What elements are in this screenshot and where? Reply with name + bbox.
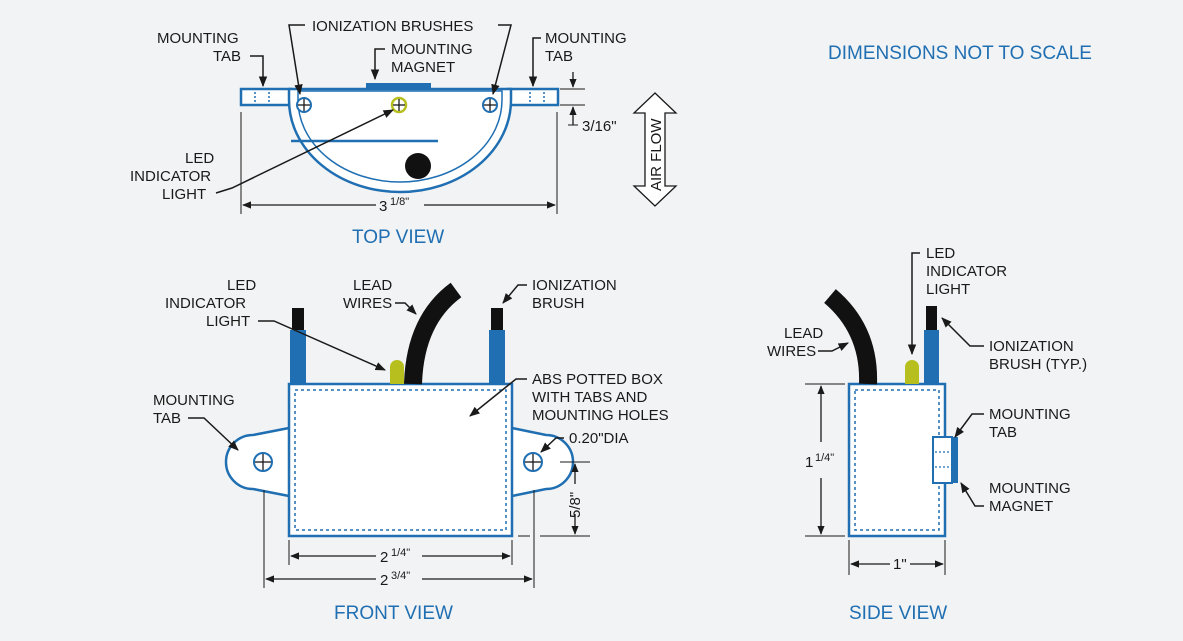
side-wires-label-1: LEAD	[784, 325, 823, 342]
top-ionization-brushes-label: IONIZATION BRUSHES	[312, 18, 473, 35]
side-mounting-magnet	[952, 437, 958, 483]
front-brush-right	[489, 330, 505, 384]
front-hole-dia-label: 0.20"DIA	[569, 430, 629, 447]
side-tab-label-1: MOUNTING	[989, 406, 1071, 423]
side-lead-wire	[823, 289, 878, 385]
air-flow-arrow-icon	[632, 92, 678, 207]
top-magnet-label-2: MAGNET	[391, 59, 455, 76]
front-inner-width-whole: 2	[380, 549, 388, 566]
front-box-label-1: ABS POTTED BOX	[532, 371, 663, 388]
front-tab-label-2: TAB	[153, 410, 181, 427]
front-led-label-3: LIGHT	[206, 313, 250, 330]
side-width-dim: 1"	[893, 556, 907, 573]
front-outer-width-frac: 3/4"	[391, 570, 410, 582]
top-tab-left-label-1: MOUNTING	[157, 30, 239, 47]
side-brush	[924, 330, 939, 384]
side-wires-label-2: WIRES	[767, 343, 816, 360]
side-magnet-label-1: MOUNTING	[989, 480, 1071, 497]
front-box-label-3: MOUNTING HOLES	[532, 407, 669, 424]
top-tab-left-label-2: TAB	[213, 48, 241, 65]
front-led-label-2: INDICATOR	[165, 295, 246, 312]
front-height-dim: 5/8"	[567, 492, 584, 518]
top-led-label-3: LIGHT	[162, 186, 206, 203]
top-magnet-label-1: MOUNTING	[391, 41, 473, 58]
top-width-dim-frac: 1/8"	[390, 196, 409, 208]
top-led-label-2: INDICATOR	[130, 168, 211, 185]
front-wires-label-1: LEAD	[353, 277, 392, 294]
front-lead-wire	[404, 282, 462, 385]
front-box	[287, 382, 514, 538]
front-inner-width-frac: 1/4"	[391, 547, 410, 559]
side-height-dim-whole: 1	[805, 454, 813, 471]
top-left-tab	[239, 87, 293, 107]
top-tab-right-label-2: TAB	[545, 48, 573, 65]
front-led	[390, 360, 404, 384]
top-mounting-magnet	[366, 83, 431, 89]
front-view-title: FRONT VIEW	[334, 603, 453, 624]
front-tab-label-1: MOUNTING	[153, 392, 235, 409]
side-led-label-1: LED	[926, 245, 955, 262]
side-tab-label-2: TAB	[989, 424, 1017, 441]
air-flow-label: AIR FLOW	[648, 118, 665, 191]
side-led	[905, 360, 919, 384]
top-wire-hole	[405, 153, 431, 179]
side-view-title: SIDE VIEW	[849, 603, 947, 624]
front-brush-left	[290, 330, 306, 384]
top-led-label-1: LED	[185, 150, 214, 167]
side-box	[847, 382, 947, 538]
side-view: LED INDICATOR LIGHT LEAD WIRES IONIZATIO…	[767, 245, 1087, 624]
top-tab-right-label-1: MOUNTING	[545, 30, 627, 47]
top-view-title: TOP VIEW	[352, 227, 444, 248]
front-view: LED INDICATOR LIGHT LEAD WIRES IONIZATIO…	[153, 277, 669, 624]
front-brush-label-1: IONIZATION	[532, 277, 617, 294]
top-right-tab	[506, 87, 560, 107]
top-thickness-dim: 3/16"	[582, 118, 617, 135]
side-led-label-3: LIGHT	[926, 281, 970, 298]
side-magnet-label-2: MAGNET	[989, 498, 1053, 515]
front-outer-width-whole: 2	[380, 572, 388, 589]
side-led-label-2: INDICATOR	[926, 263, 1007, 280]
not-to-scale-note: DIMENSIONS NOT TO SCALE	[828, 43, 1092, 64]
side-mounting-tab	[932, 436, 953, 484]
front-wires-label-2: WIRES	[343, 295, 392, 312]
side-height-dim-frac: 1/4"	[815, 452, 834, 464]
top-view: IONIZATION BRUSHES MOUNTING MAGNET MOUNT…	[130, 18, 678, 248]
top-width-dim-whole: 3	[379, 198, 387, 215]
front-led-label-1: LED	[227, 277, 256, 294]
front-box-label-2: WITH TABS AND	[532, 389, 647, 406]
side-brush-label-2: BRUSH (TYP.)	[989, 356, 1087, 373]
side-brush-label-1: IONIZATION	[989, 338, 1074, 355]
front-brush-label-2: BRUSH	[532, 295, 585, 312]
